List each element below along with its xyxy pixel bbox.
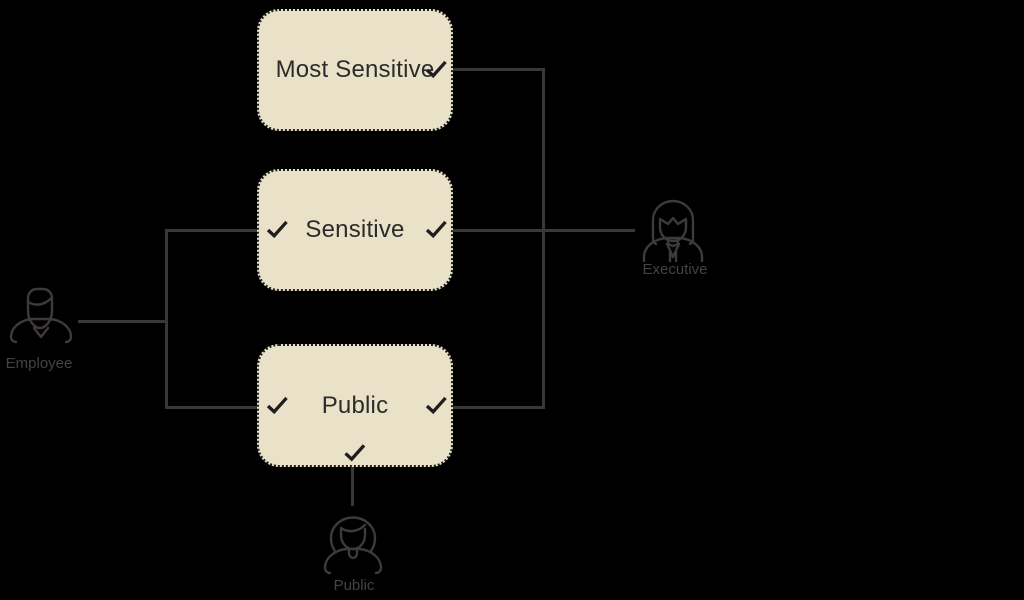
connector-trunk-to-public-node (452, 406, 545, 409)
node-sensitive-label: Sensitive (305, 216, 405, 243)
executive-label: Executive (642, 261, 708, 278)
node-sensitive: Sensitive (257, 169, 453, 291)
female-person-icon (322, 505, 384, 575)
connector-employee-vertical (165, 229, 168, 409)
connector-employee-to-sensitive (165, 229, 257, 232)
connector-public-node-to-public-person (351, 467, 354, 506)
male-person-icon (8, 284, 74, 354)
check-icon (425, 220, 448, 239)
node-most-sensitive-label: Most Sensitive (275, 56, 435, 83)
check-icon (266, 395, 289, 414)
public-person-label: Public (333, 577, 375, 594)
node-public-label: Public (321, 391, 389, 419)
employee-label: Employee (5, 355, 73, 372)
check-icon (266, 220, 289, 239)
check-icon (344, 443, 367, 462)
node-most-sensitive: Most Sensitive (257, 9, 453, 131)
check-icon (425, 60, 448, 79)
female-executive-icon (637, 196, 709, 262)
connector-employee-stem (78, 320, 168, 323)
check-icon (425, 395, 448, 414)
connector-trunk-vertical (542, 68, 545, 409)
connector-employee-to-public-node (165, 406, 257, 409)
connector-most-sensitive-to-trunk (452, 68, 545, 71)
connector-sensitive-to-executive (452, 229, 635, 232)
node-public: Public (257, 344, 453, 467)
